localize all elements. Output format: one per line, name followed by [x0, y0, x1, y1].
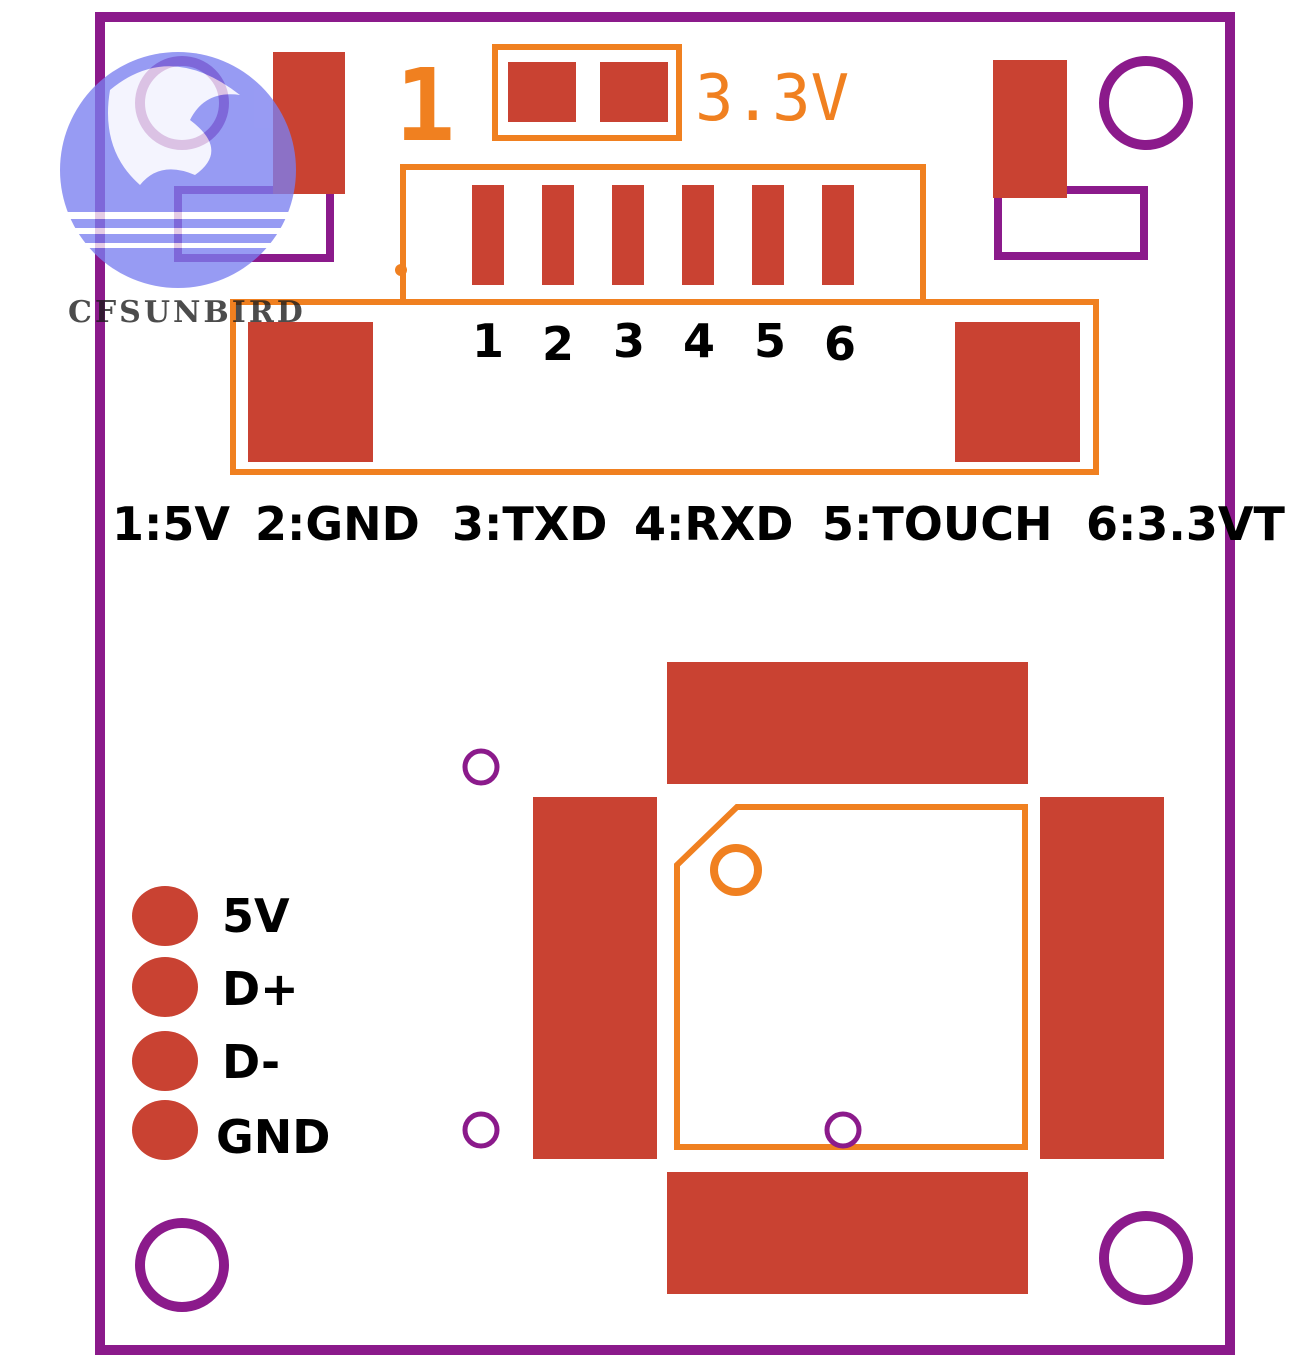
pin-number: 3 — [613, 314, 645, 368]
connector-pin — [612, 185, 644, 285]
pin-function-label: 2:GND — [255, 497, 420, 551]
watermark-wave — [60, 212, 296, 219]
connector-anchor-pad-right — [955, 322, 1080, 462]
connector-pin — [822, 185, 854, 285]
chip-pad-left — [533, 797, 657, 1159]
pin-number: 5 — [754, 314, 786, 368]
chip-body-outline — [674, 804, 1028, 1150]
voltage-jumper-outline — [492, 44, 682, 141]
brand-watermark: CFSUNBIRD — [60, 52, 306, 330]
usb-pad — [132, 886, 198, 946]
usb-pad-label: 5V — [222, 889, 290, 943]
chip-pin-one-marker — [710, 844, 762, 896]
watermark-wave — [85, 243, 271, 248]
chip-pad-bottom — [667, 1172, 1028, 1294]
mounting-hole-bottom-left — [135, 1218, 229, 1312]
pin-number: 6 — [824, 317, 856, 371]
pin-function-label: 1:5V — [112, 497, 230, 551]
voltage-jumper-pad-right — [600, 62, 668, 122]
usb-pad-label: D+ — [222, 962, 299, 1016]
pin-function-label: 3:TXD — [452, 497, 607, 551]
usb-pad — [132, 1100, 198, 1160]
usb-pad — [132, 1031, 198, 1091]
usb-pad-label: GND — [216, 1110, 330, 1164]
pin-function-label: 6:3.3VT — [1086, 497, 1285, 551]
voltage-jumper-label: 3.3V — [695, 62, 849, 136]
pin-one-marker: 1 — [395, 47, 455, 164]
pin-numbers: 1 2 3 4 5 6 — [472, 314, 856, 371]
connector-pin — [472, 185, 504, 285]
pin-function-legend: 1:5V 2:GND 3:TXD 4:RXD 5:TOUCH 6:3.3VT — [112, 497, 1285, 551]
connector-pins — [472, 185, 854, 285]
connector-anchor-pad-left — [248, 322, 373, 462]
voltage-jumper-pad-left — [508, 62, 576, 122]
board-outline — [95, 12, 1235, 1355]
usb-pad — [132, 957, 198, 1017]
chip-pads — [533, 662, 1164, 1294]
pin-number: 4 — [683, 314, 715, 368]
connector-pin — [542, 185, 574, 285]
usb-pads: 5V D+ D- GND — [132, 886, 330, 1164]
pin-function-label: 5:TOUCH — [822, 497, 1053, 551]
chip-pad-top — [667, 662, 1028, 784]
top-right-pad — [993, 60, 1067, 198]
chip-pad-right — [1040, 797, 1164, 1159]
top-right-pad-outline — [994, 186, 1148, 260]
pin-number: 2 — [542, 317, 574, 371]
via — [462, 748, 500, 786]
connector-dot — [395, 264, 407, 276]
pin-number: 1 — [472, 314, 504, 368]
mounting-hole-top-right — [1099, 56, 1193, 150]
watermark-bird-icon — [108, 66, 240, 185]
via — [824, 1111, 862, 1149]
watermark-brand: CFSUNBIRD — [68, 295, 306, 330]
usb-pad-label: D- — [222, 1035, 280, 1089]
pin-function-label: 4:RXD — [634, 497, 793, 551]
mounting-hole-bottom-right — [1099, 1211, 1193, 1305]
connector-pin — [682, 185, 714, 285]
watermark-wave — [70, 228, 286, 234]
via — [462, 1111, 500, 1149]
connector-pin — [752, 185, 784, 285]
connector-body-outline — [230, 299, 1099, 475]
